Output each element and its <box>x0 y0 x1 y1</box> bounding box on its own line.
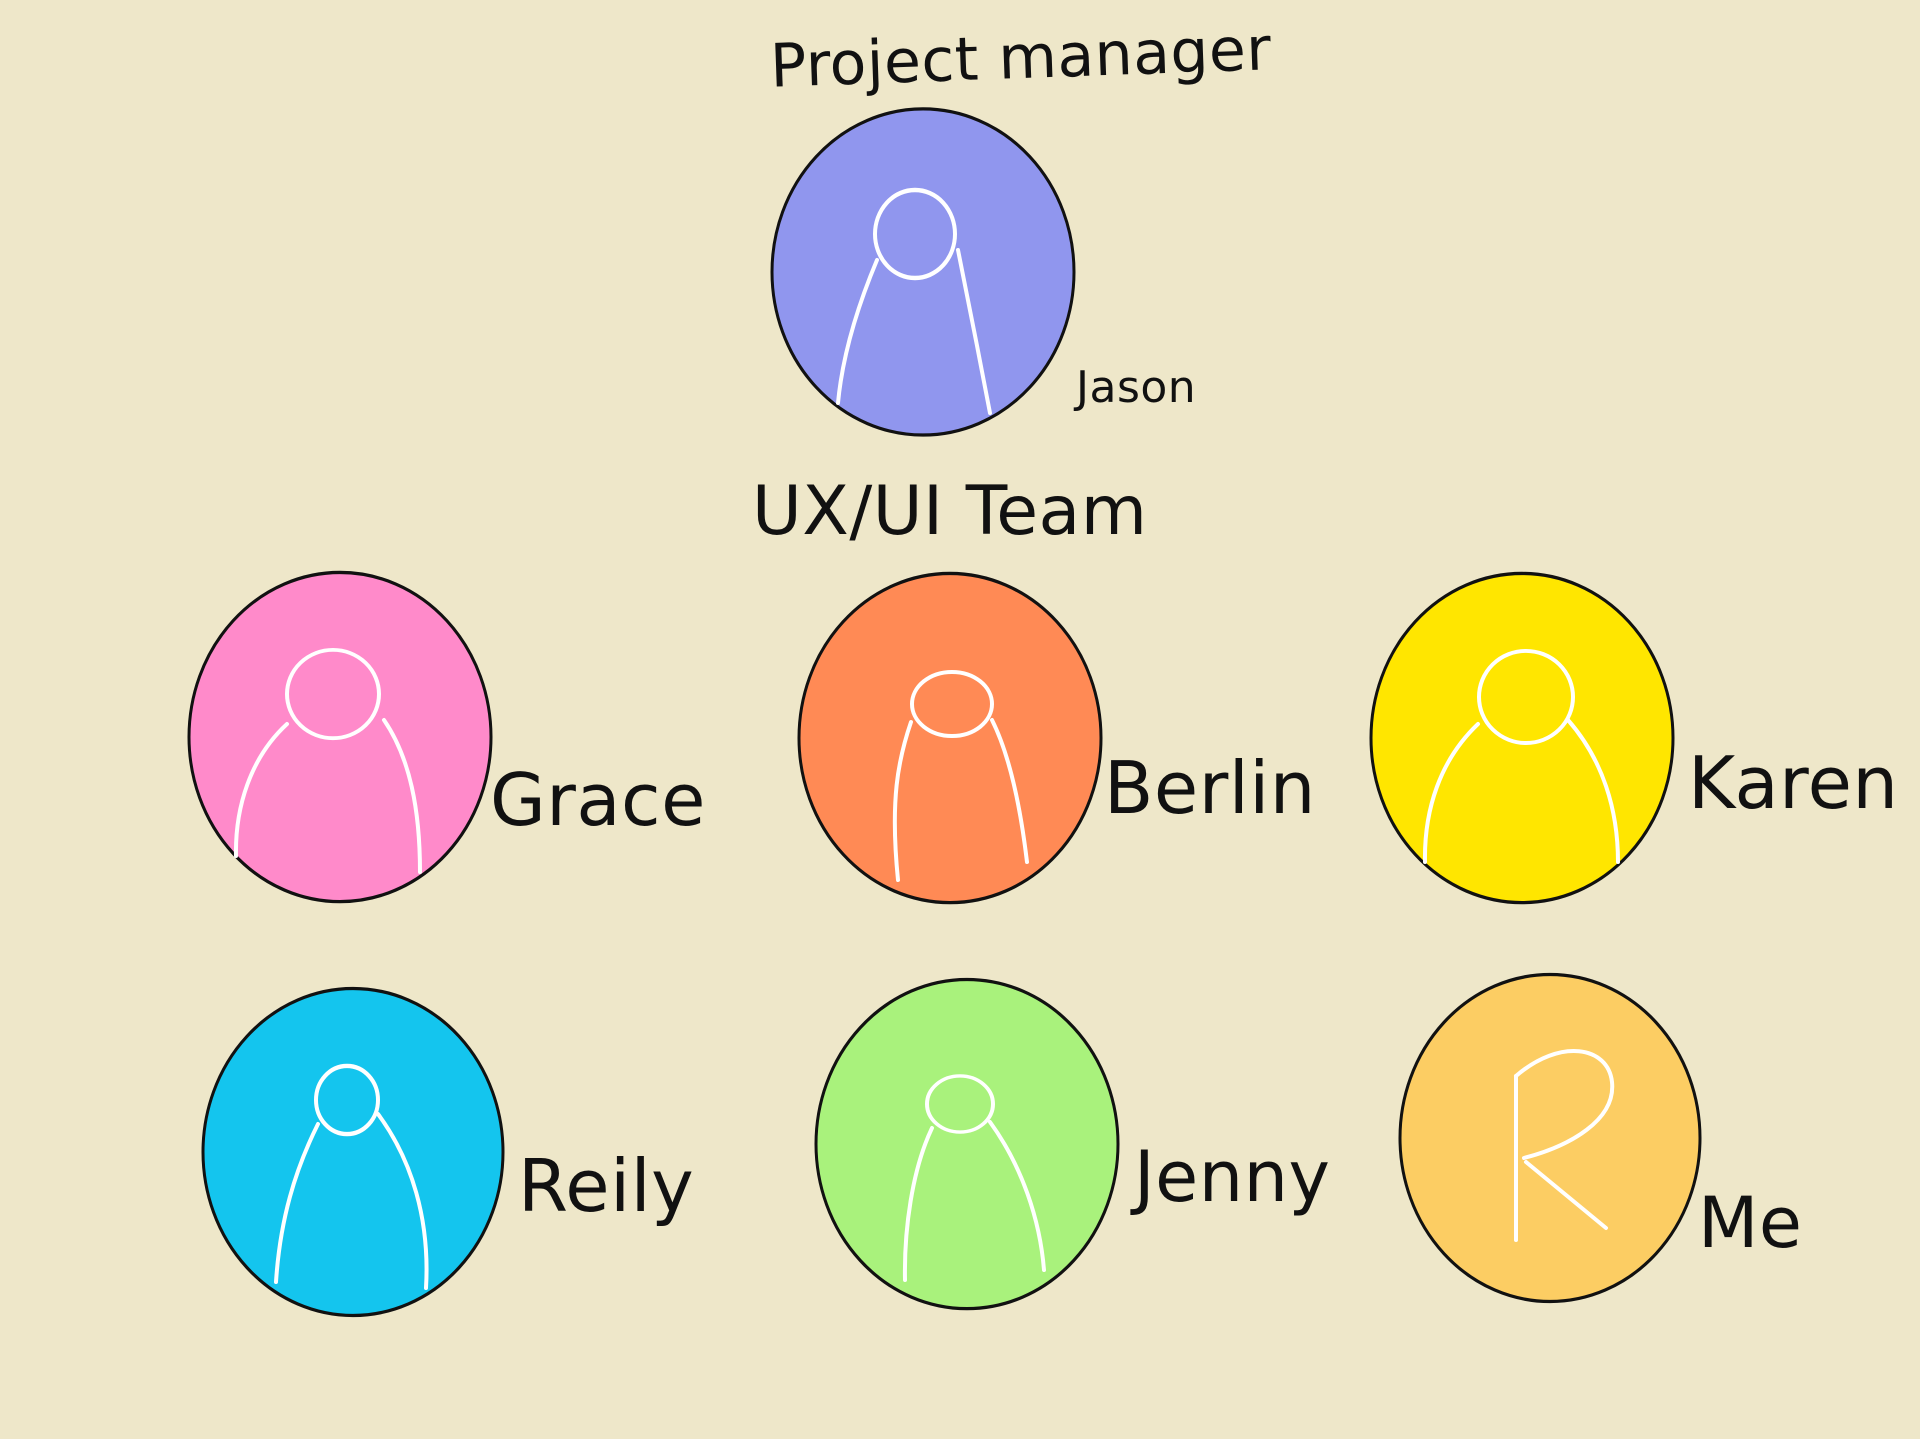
person-icon <box>1422 648 1620 864</box>
member-name-grace: Grace <box>490 758 706 842</box>
avatar-jason-circle <box>770 107 1076 437</box>
avatar-jason[interactable] <box>770 107 1076 437</box>
person-icon <box>274 1063 429 1290</box>
avatar-grace[interactable] <box>187 570 493 904</box>
avatar-karen-circle <box>1369 571 1675 905</box>
avatar-me-circle <box>1398 972 1702 1304</box>
avatar-me[interactable] <box>1398 972 1702 1304</box>
person-icon <box>233 647 422 874</box>
person-icon <box>902 1074 1046 1282</box>
avatar-karen[interactable] <box>1369 571 1675 905</box>
letter-r-icon <box>1514 1049 1615 1242</box>
avatar-jenny-circle <box>814 977 1120 1311</box>
member-name-me: Me <box>1698 1182 1803 1264</box>
member-name-reily: Reily <box>518 1144 695 1228</box>
avatar-berlin[interactable] <box>797 571 1103 905</box>
avatar-reily-circle <box>201 986 505 1318</box>
member-name-jenny: Jenny <box>1134 1136 1331 1218</box>
avatar-berlin-circle <box>797 571 1103 905</box>
avatar-jenny[interactable] <box>814 977 1120 1311</box>
member-name-berlin: Berlin <box>1104 746 1316 830</box>
avatar-reily[interactable] <box>201 986 505 1318</box>
team-heading: UX/UI Team <box>752 472 1148 551</box>
member-name-jason: Jason <box>1076 362 1197 413</box>
person-icon <box>836 187 992 415</box>
person-icon <box>892 670 1029 882</box>
member-name-karen: Karen <box>1688 741 1899 825</box>
